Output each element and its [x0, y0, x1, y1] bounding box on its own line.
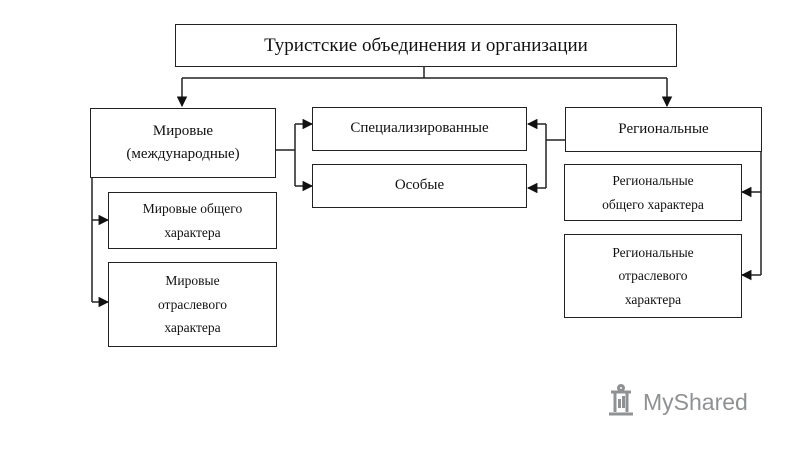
node-regional-general: Региональные общего характера [564, 164, 742, 221]
title-box: Туристские объединения и организации [175, 24, 677, 67]
node-world-sector: Мировые отраслевого характера [108, 262, 277, 347]
node-world-general: Мировые общего характера [108, 192, 277, 249]
node-regional: Региональные [565, 107, 762, 152]
watermark: MyShared [605, 384, 748, 420]
node-specialized: Специализированные [312, 107, 527, 151]
node-world: Мировые (международные) [90, 108, 276, 178]
node-special: Особые [312, 164, 527, 208]
watermark-brand: MyShared [643, 388, 748, 415]
myshared-logo-icon [609, 384, 633, 416]
node-regional-sector: Региональные отраслевого характера [564, 234, 742, 318]
